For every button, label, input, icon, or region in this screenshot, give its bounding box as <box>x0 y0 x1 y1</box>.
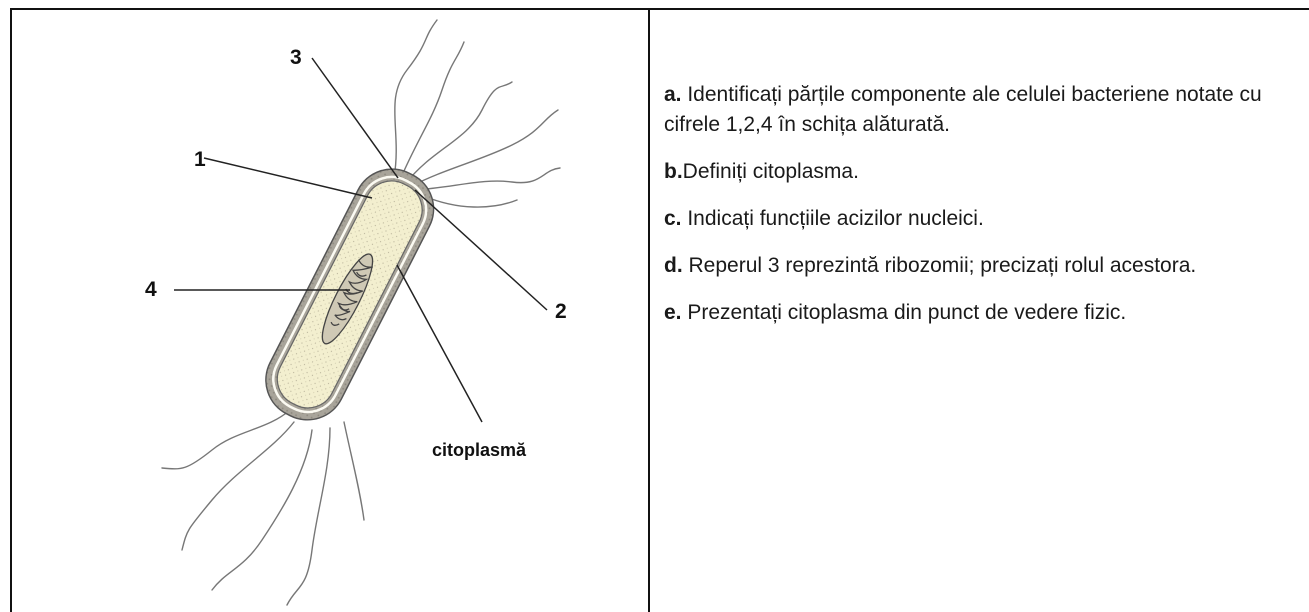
task-c-letter: c. <box>664 207 682 230</box>
task-b-letter: b. <box>664 160 683 183</box>
task-e-letter: e. <box>664 301 682 324</box>
task-a-text: Identificați părțile componente ale celu… <box>664 83 1262 136</box>
task-c: c. Indicați funcțiile acizilor nucleici. <box>664 204 1304 234</box>
label-2: 2 <box>555 300 567 324</box>
task-d-letter: d. <box>664 254 683 277</box>
label-1: 1 <box>194 148 206 172</box>
task-a-letter: a. <box>664 83 682 106</box>
task-c-text: Indicați funcțiile acizilor nucleici. <box>682 207 984 230</box>
column-divider <box>648 8 650 612</box>
tasks-panel: a. Identificați părțile componente ale c… <box>664 80 1304 345</box>
bacterium-figure: 3 1 4 2 citoplasmă <box>12 10 648 612</box>
label-4: 4 <box>145 278 157 302</box>
task-b: b.Definiți citoplasma. <box>664 157 1304 187</box>
cell-body <box>253 156 447 433</box>
task-d: d. Reperul 3 reprezintă ribozomii; preci… <box>664 251 1304 281</box>
task-a: a. Identificați părțile componente ale c… <box>664 80 1304 140</box>
task-b-text: Definiți citoplasma. <box>683 160 859 183</box>
task-e: e. Prezentați citoplasma din punct de ve… <box>664 298 1304 328</box>
label-cytoplasm: citoplasmă <box>432 440 526 461</box>
label-3: 3 <box>290 46 302 70</box>
task-d-text: Reperul 3 reprezintă ribozomii; precizaț… <box>683 254 1197 277</box>
bacterium-drawing <box>12 10 648 612</box>
task-e-text: Prezentați citoplasma din punct de veder… <box>682 301 1127 324</box>
